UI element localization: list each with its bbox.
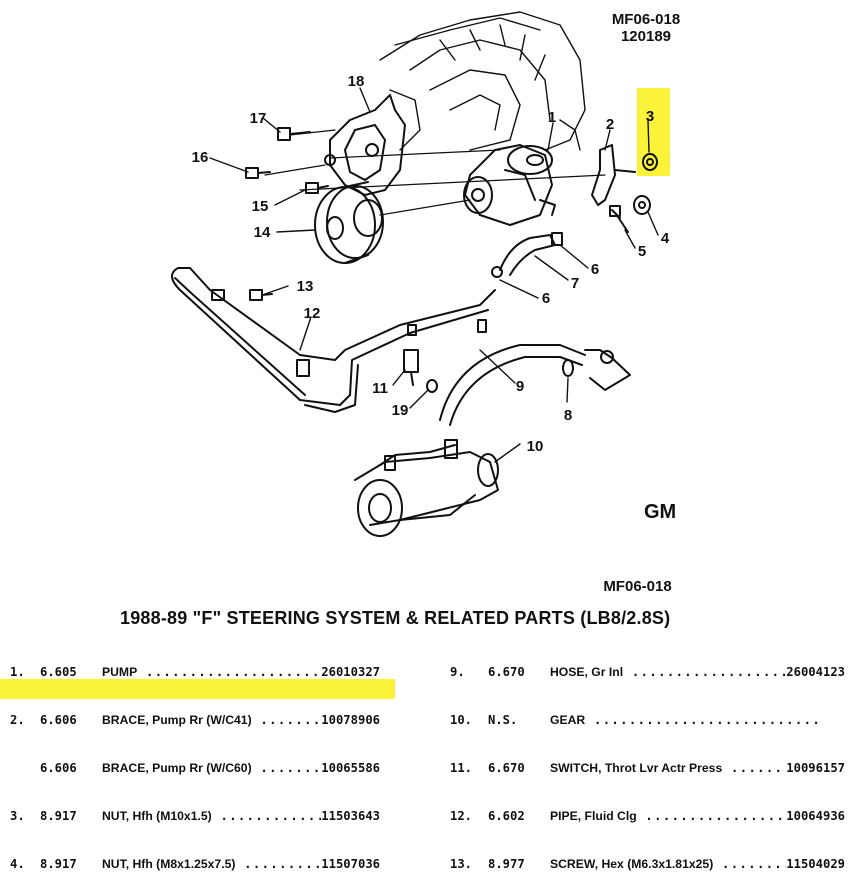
callout-19: 19	[392, 402, 409, 419]
callout-7: 7	[571, 275, 579, 292]
part-pn: 10065586	[321, 761, 380, 775]
nut-m8-part	[633, 195, 651, 215]
part-number: 4.	[10, 857, 25, 871]
gear-inlet-hose-part	[439, 344, 631, 426]
catalog-code: 6.606	[40, 761, 77, 775]
screw-part-13	[249, 289, 273, 301]
part-number: 12.	[450, 809, 473, 823]
hose-part-7	[491, 232, 563, 278]
callout-1: 1	[548, 109, 556, 126]
parts-row: 10.N.S.GEAR ..........................	[450, 713, 822, 727]
catalog-code: 8.917	[40, 809, 77, 823]
part-name: HOSE, Gr Inl	[550, 665, 624, 679]
screw-part-5	[609, 205, 629, 233]
diagram-code: MF06-018 120189	[596, 11, 696, 45]
callout-16: 16	[192, 149, 209, 166]
bolt-part-15	[305, 182, 329, 194]
callout-6a: 6	[591, 261, 599, 278]
diagram-bottom-code: MF06-018	[603, 578, 672, 595]
callout-4: 4	[661, 230, 670, 247]
callout-6b: 6	[542, 290, 550, 307]
callout-15: 15	[252, 198, 269, 215]
callout-3: 3	[646, 108, 654, 125]
catalog-code: N.S.	[488, 713, 518, 727]
catalog-code: 6.670	[488, 665, 525, 679]
part-pn: 10078906	[321, 713, 380, 727]
part-number: 10.	[450, 713, 473, 727]
part-pn: 26004123	[786, 665, 845, 679]
part-number: 2.	[10, 713, 25, 727]
callout-11: 11	[372, 380, 388, 397]
catalog-code: 8.977	[488, 857, 525, 871]
diagram-code-text: MF06-018	[611, 11, 681, 28]
part-pn: 11503643	[321, 809, 380, 823]
part-pn: 11504029	[786, 857, 845, 871]
part-number	[10, 760, 40, 776]
pump-brace-part	[591, 144, 636, 206]
engine-block-drawing	[379, 11, 586, 151]
callout-2: 2	[606, 116, 614, 133]
fluid-cooling-pipe-part	[171, 267, 496, 413]
steering-gear-part	[354, 439, 499, 537]
part-name: NUT, Hfh (M10x1.5)	[102, 809, 212, 823]
catalog-code: 6.602	[488, 809, 525, 823]
seal-part-19	[426, 379, 438, 393]
power-steering-pump-part	[463, 144, 556, 226]
catalog-code: 6.670	[488, 761, 525, 775]
part-name: BRACE, Pump Rr (W/C41)	[102, 713, 252, 727]
callout-14: 14	[254, 224, 271, 241]
part-number: 13.	[450, 857, 473, 871]
callout-5: 5	[638, 243, 646, 260]
callout-10: 10	[527, 438, 544, 455]
part-name: SCREW, Hex (M6.3x1.81x25)	[550, 857, 714, 871]
pump-bracket-part	[324, 94, 406, 196]
part-name: BRACE, Pump Rr (W/C60)	[102, 761, 252, 775]
catalog-code: 6.605	[40, 665, 77, 679]
diagram-date-text: 120189	[620, 28, 672, 45]
part-number: 11.	[450, 761, 473, 775]
page-title: 1988-89 "F" STEERING SYSTEM & RELATED PA…	[120, 608, 671, 628]
callout-12: 12	[304, 305, 321, 322]
bolt-part-16	[245, 167, 271, 179]
exploded-parts-diagram: 1 2 3 4 5 6 6 7 8 9 10 11 12 13 14 15 16…	[171, 11, 676, 537]
part-pn: 10096157	[786, 761, 845, 775]
gm-logo: GM	[644, 501, 676, 523]
part-name: SWITCH, Throt Lvr Actr Press	[550, 761, 723, 775]
part-name: NUT, Hfh (M8x1.25x7.5)	[102, 857, 236, 871]
part-name: PUMP	[102, 665, 138, 679]
callout-8: 8	[564, 407, 572, 424]
part-name: PIPE, Fluid Clg	[550, 809, 637, 823]
callout-18: 18	[348, 73, 365, 90]
bolt-part-17	[277, 127, 311, 141]
callout-17: 17	[250, 110, 267, 127]
part-pn: 10064936	[786, 809, 845, 823]
part-name: GEAR	[550, 713, 586, 727]
callout-leaders	[209, 87, 659, 463]
catalog-code: 8.917	[40, 857, 77, 871]
catalog-code: 6.606	[40, 713, 77, 727]
washer-part-8	[562, 359, 574, 377]
part-pn: 26010327	[321, 665, 380, 679]
part-number: 1.	[10, 665, 25, 679]
part-pn: 11507036	[321, 857, 380, 871]
pressure-switch-part	[403, 349, 419, 386]
nut-m10-part	[642, 153, 658, 171]
part-number: 9.	[450, 665, 465, 679]
part-number: 3.	[10, 809, 25, 823]
callout-9: 9	[516, 378, 524, 395]
callout-13: 13	[297, 278, 314, 295]
highlight-part-row-3	[0, 679, 395, 699]
pulley-part	[314, 181, 384, 264]
